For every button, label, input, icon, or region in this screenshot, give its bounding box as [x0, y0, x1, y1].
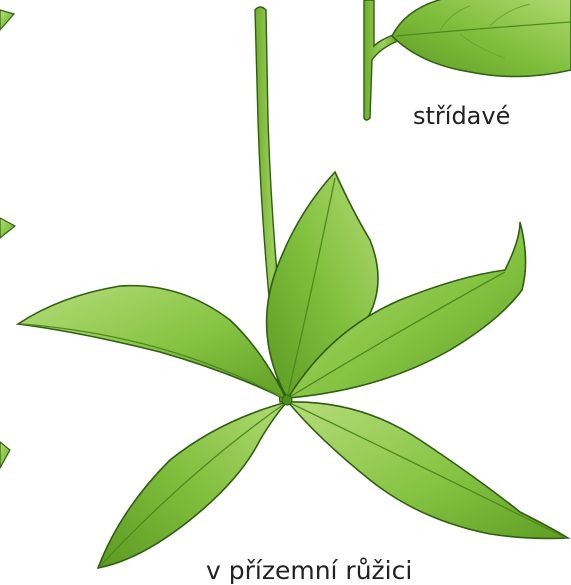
basal-rosette: [18, 172, 568, 568]
rosette-leaf-left: [18, 286, 287, 400]
left-edge-leaf-fragments: [0, 10, 15, 468]
label-basal-rosette: v přízemní růžici: [206, 556, 412, 585]
label-alternate: střídavé: [413, 102, 510, 130]
rosette-leaf-lower-left: [98, 402, 287, 568]
